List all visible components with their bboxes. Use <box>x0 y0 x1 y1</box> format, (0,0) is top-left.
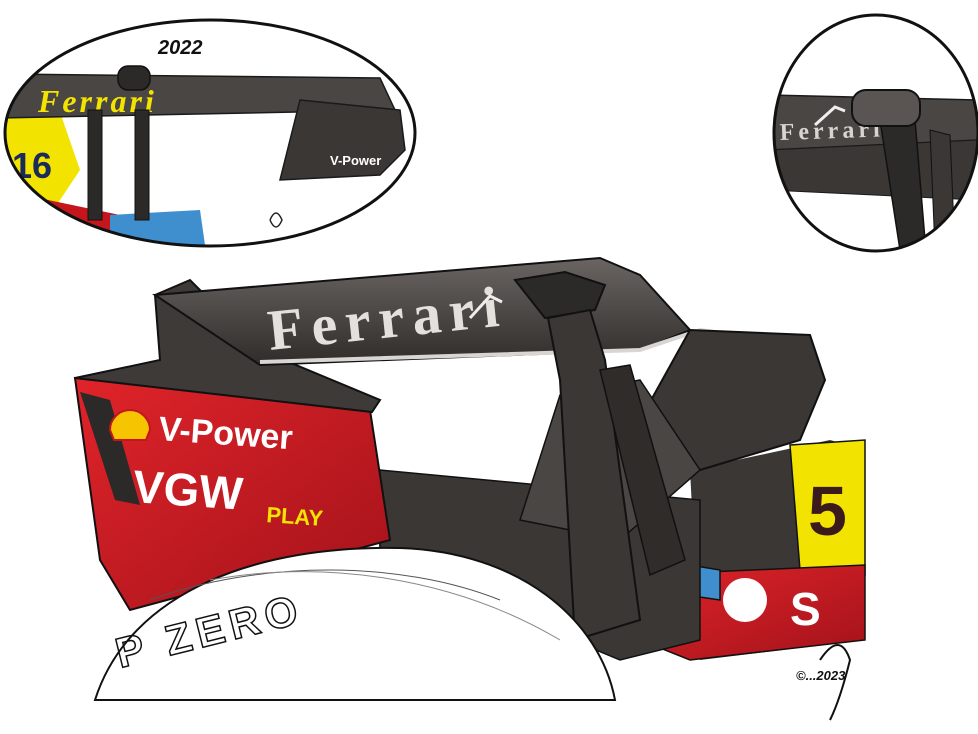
shell-logo <box>108 409 152 441</box>
inset-detail: Ferrari <box>772 13 978 253</box>
artist-signature: ©...2023 <box>796 644 852 721</box>
inset-number: 16 <box>12 145 52 186</box>
inset-year-label: 2022 <box>157 37 203 59</box>
inset-2022: 16 Ferrari V-Power 2022 <box>3 18 417 248</box>
signature-text: ©...2023 <box>796 668 846 683</box>
rear-tyre: P ZERO <box>93 546 617 701</box>
endplate-sponsor-vpower: V-Power <box>157 410 293 457</box>
engine-cover-number: 5 <box>808 472 847 550</box>
inset-sponsor: V-Power <box>330 153 381 168</box>
endplate-sponsor-vgw: VGW <box>131 460 245 520</box>
endplate-sponsor-play: PLAY <box>266 502 325 531</box>
main-car: 5 S V-Power VGW PLAY Ferrari <box>73 256 866 721</box>
svg-text:S: S <box>790 583 821 635</box>
